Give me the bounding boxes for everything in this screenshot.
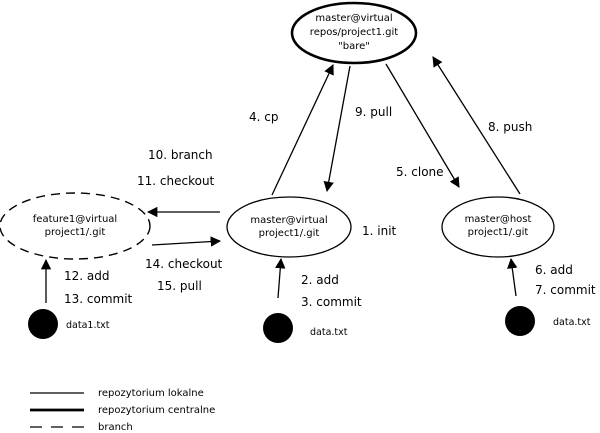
host-repo-node: master@host project1/.git: [441, 196, 555, 258]
legend-local-label: repozytorium lokalne: [98, 388, 204, 399]
feature-branch-line-1: feature1@virtual: [33, 214, 117, 225]
central-repo-line-1: master@virtual: [315, 13, 392, 24]
legend-branch-label: branch: [98, 422, 133, 433]
local-master-line-2: project1/.git: [259, 228, 320, 239]
feature-branch-node: feature1@virtual project1/.git: [0, 192, 151, 260]
pull-15-label: 15. pull: [157, 279, 202, 293]
clone-arrow: [385, 63, 460, 188]
master-file: data.txt: [263, 313, 348, 343]
init-label: 1. init: [362, 224, 397, 238]
commit-3-label: 3. commit: [301, 295, 362, 309]
central-repo-node: master@virtual repos/project1.git "bare": [290, 1, 418, 65]
add-6-label: 6. add: [535, 263, 573, 277]
cp-label: 4. cp: [249, 110, 278, 124]
pull-arrow: [323, 65, 351, 193]
host-repo-line-1: master@host: [465, 214, 532, 225]
host-file-dot: [505, 306, 535, 336]
feature-file-dot: [28, 309, 58, 339]
host-file-label: data.txt: [553, 317, 591, 328]
central-repo-line-3: "bare": [338, 41, 370, 52]
push-arrow: [432, 56, 521, 195]
master-file-label: data.txt: [310, 327, 348, 338]
local-master-repo-node: master@virtual project1/.git: [226, 196, 352, 258]
local-master-line-1: master@virtual: [250, 215, 327, 226]
checkout-arrow: [151, 236, 222, 247]
feature-file-label: data1.txt: [66, 320, 110, 331]
master-commit-arrow: [275, 257, 286, 299]
feature-branch-line-2: project1/.git: [45, 227, 106, 238]
legend-central-label: repozytorium centralne: [98, 405, 215, 416]
master-file-dot: [263, 313, 293, 343]
feature-file: data1.txt: [28, 309, 110, 339]
commit-7-label: 7. commit: [535, 283, 596, 297]
push-label: 8. push: [488, 120, 532, 134]
host-repo-line-2: project1/.git: [468, 227, 529, 238]
commit-13-label: 13. commit: [64, 292, 133, 306]
cp-arrow: [271, 64, 334, 196]
clone-label: 5. clone: [396, 165, 444, 179]
pull-label: 9. pull: [355, 105, 392, 119]
legend: repozytorium lokalne repozytorium centra…: [30, 388, 215, 433]
add-2-label: 2. add: [301, 273, 339, 287]
checkout-14-label: 14. checkout: [145, 257, 223, 271]
branch-label: 10. branch: [148, 148, 213, 162]
host-commit-arrow: [507, 257, 518, 297]
central-repo-line-2: repos/project1.git: [310, 27, 398, 38]
checkout-11-label: 11. checkout: [137, 174, 215, 188]
host-file: data.txt: [505, 306, 591, 336]
add-12-label: 12. add: [64, 269, 110, 283]
